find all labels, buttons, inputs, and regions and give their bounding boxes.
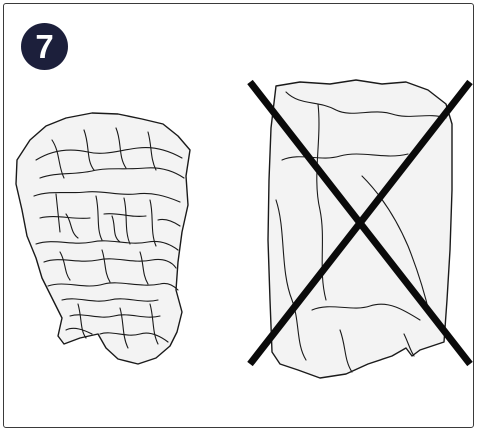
folded-cover-outline (268, 80, 452, 378)
folded-cover-illustration (268, 80, 452, 378)
crumpled-cover-illustration (16, 113, 190, 364)
